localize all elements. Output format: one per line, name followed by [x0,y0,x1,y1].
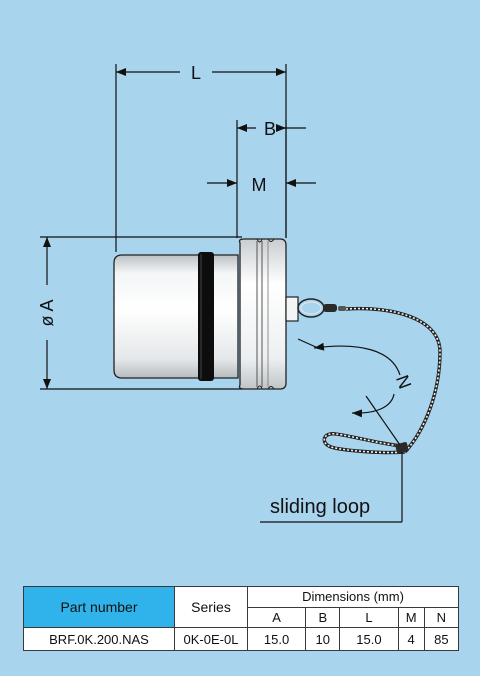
o-ring [198,252,214,381]
dimensions-header: Dimensions (mm) [247,586,459,608]
extension-lines [40,64,287,390]
sliding-loop-callout: sliding loop [260,452,403,523]
lanyard-cord [297,298,442,455]
dimension-a: ø A [37,237,57,389]
specification-table: Part number Series Dimensions (mm) A B L… [23,586,460,651]
part-number-header: Part number [23,586,175,628]
cap-flange [238,238,287,390]
series-cell: 0K-0E-0L [174,627,248,651]
technical-drawing: L B M ø A [37,63,442,523]
value-n: 85 [423,627,460,651]
dim-l-label: L [191,63,201,83]
sliding-loop-label: sliding loop [270,496,370,518]
column-m: M [397,606,425,628]
dimension-l: L [116,63,286,83]
column-b: B [305,606,341,628]
column-n: N [423,606,460,628]
lanyard-stub [285,296,299,322]
cap-body [113,252,239,381]
table-row: BRF.0K.200.NAS 0K-0E-0L 15.0 10 15.0 4 8… [23,627,460,651]
part-number-cell: BRF.0K.200.NAS [23,627,175,651]
value-b: 10 [305,627,341,651]
dimension-n: N [297,338,415,446]
dim-a-label: ø A [37,299,57,326]
dim-m-label: M [252,175,267,195]
value-l: 15.0 [339,627,399,651]
series-header: Series [174,586,248,628]
dimension-m: M [207,175,316,195]
dim-b-label: B [264,119,276,139]
column-l: L [339,606,399,628]
value-m: 4 [397,627,425,651]
column-a: A [246,606,307,628]
dim-n-label: N [392,372,415,391]
value-a: 15.0 [246,627,307,651]
dimension-b: B [237,119,306,139]
